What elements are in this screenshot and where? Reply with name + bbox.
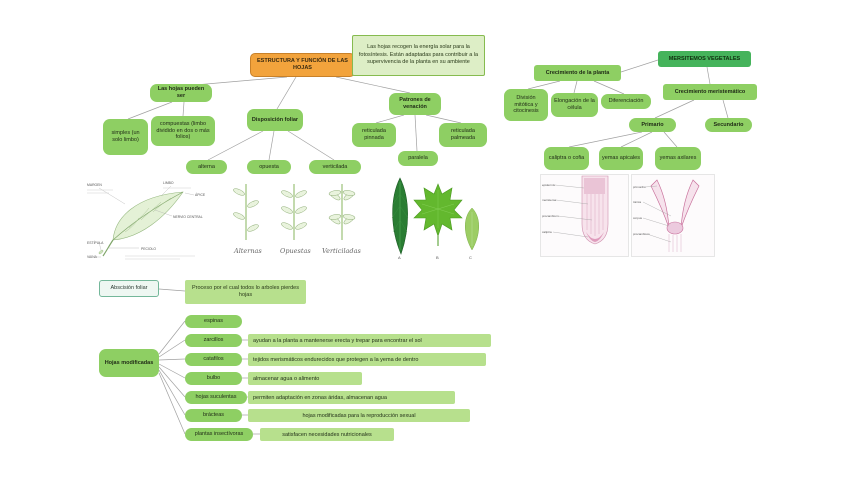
micro-right-label-0: primordio	[633, 185, 646, 189]
microscopy-shoot-apex: primordio túnica corpus procambium	[631, 174, 715, 257]
anatomy-label-vaina: VAINA	[87, 255, 98, 259]
phyllotaxis-figure: Alternas Opuestas Verticiladas	[233, 184, 361, 255]
node-opuesta: opuesta	[247, 160, 291, 174]
microscopy-root-tip: epidermis meristema procambium caliptra	[540, 174, 629, 257]
photo-letter-c: C	[469, 255, 472, 260]
node-zarcillos: zarcillos	[185, 334, 242, 347]
anatomy-label-apice: ÁPICE	[195, 193, 206, 197]
node-hojas-pueden-ser: Las hojas pueden ser	[150, 84, 212, 102]
anatomy-label-estipula: ESTÍPULA	[87, 241, 104, 245]
photo-letter-a: A	[398, 255, 401, 260]
photo-letter-b: B	[436, 255, 439, 260]
node-bracteas: brácteas	[185, 409, 242, 422]
node-abscision-definicion: Proceso por el cual todos lo arboles pie…	[185, 280, 306, 304]
leaf-anatomy-figure: MARGEN LIMBO ÁPICE NERVIO CENTRAL PECIOL…	[87, 181, 206, 260]
node-alterna: alterna	[186, 160, 227, 174]
node-yemas-apicales: yemas apicales	[599, 147, 643, 170]
node-espinas: espinas	[185, 315, 242, 328]
desc-plantas-insectivoras: satisfacen necesidades nutricionales	[260, 428, 394, 441]
node-caliptra-cofia: caliptra o cofia	[544, 147, 589, 170]
desc-zarcillos: ayudan a la planta a mantenerse erecta y…	[248, 334, 491, 347]
node-reticulada-pinnada: reticulada pinnada	[352, 123, 396, 147]
node-reticulada-palmeada: reticulada palmeada	[439, 123, 487, 147]
node-paralela: paralela	[398, 151, 438, 166]
node-yemas-axilares: yemas axilares	[655, 147, 701, 170]
node-crecimiento-meristematico: Crecimiento meristemático	[663, 84, 757, 100]
leaf-photos-figure: A B C	[391, 177, 479, 260]
anatomy-label-margen: MARGEN	[87, 183, 102, 187]
node-secundario: Secundario	[705, 118, 752, 132]
node-abscision-foliar: Abscisión foliar	[99, 280, 159, 297]
node-catafilos: catafilos	[185, 353, 242, 366]
caption-verticiladas: Verticiladas	[322, 247, 361, 255]
micro-left-label-3: caliptra	[542, 230, 552, 234]
caption-opuestas: Opuestas	[280, 247, 311, 255]
micro-left-label-2: procambium	[542, 214, 559, 218]
micro-left-label-1: meristema	[542, 198, 556, 202]
node-hojas-modificadas: Hojas modificadas	[99, 349, 159, 377]
node-simples: simples (un solo limbo)	[103, 119, 148, 155]
desc-catafilos: tejidos merismáticos endurecidos que pro…	[248, 353, 486, 366]
anatomy-label-limbo: LIMBO	[163, 181, 174, 185]
node-meristemos-vegetales: MERSITEMOS VEGETALES	[658, 51, 751, 67]
leaf-photo-small	[465, 207, 479, 251]
node-compuestas: compuestas (limbo dividido en dos o más …	[151, 116, 215, 146]
anatomy-label-peciolo: PECIOLO	[141, 247, 156, 251]
node-verticilada: verticilada	[309, 160, 361, 174]
leaf-photo-maple	[413, 183, 463, 246]
node-intro-text: Las hojas recogen la energía solar para …	[352, 35, 485, 76]
node-main-title: ESTRUCTURA Y FUNCIÓN DE LAS HOJAS	[250, 53, 355, 77]
node-elongacion-celula: Elongación de la célula	[551, 93, 598, 117]
node-bulbo: bulbo	[185, 372, 242, 385]
node-disposicion-foliar: Disposición foliar	[247, 109, 303, 131]
desc-hojas-suculentas: permiten adaptación en zonas áridas, alm…	[248, 391, 455, 404]
node-patrones-venacion: Patrones de venación	[389, 93, 441, 115]
desc-bracteas: hojas modificadas para la reproducción s…	[248, 409, 470, 422]
micro-right-label-2: corpus	[633, 216, 643, 220]
node-diferenciacion: Diferenciación	[601, 94, 651, 109]
desc-bulbo: almacenar agua o alimento	[248, 372, 362, 385]
node-hojas-suculentas: hojas suculentas	[185, 391, 247, 404]
caption-alternas: Alternas	[233, 247, 262, 255]
node-crecimiento-planta: Crecimiento de la planta	[534, 65, 621, 81]
micro-left-label-0: epidermis	[542, 183, 556, 187]
node-division-mitotica: División mitótica y citocinesis	[504, 89, 548, 121]
micro-right-label-1: túnica	[633, 200, 641, 204]
anatomy-label-nervio: NERVIO CENTRAL	[173, 215, 203, 219]
node-plantas-insectivoras: plantas insectívoras	[185, 428, 253, 441]
node-primario: Primario	[629, 118, 676, 132]
micro-right-label-3: procambium	[633, 232, 650, 236]
